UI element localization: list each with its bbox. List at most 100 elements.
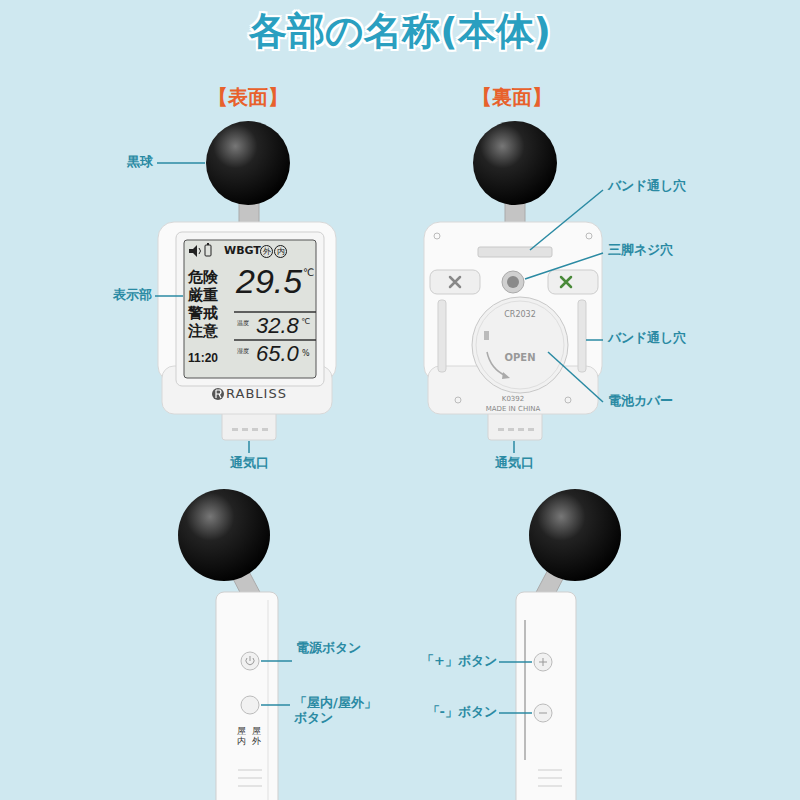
illustration-line	[499, 712, 532, 714]
illustration-circle	[178, 489, 270, 581]
illustration-circle	[507, 276, 519, 288]
battery-cover: CR2032OPEN	[472, 297, 568, 393]
illustration-rect	[232, 428, 238, 431]
illustration-rect	[252, 428, 258, 431]
illustration-line	[157, 162, 205, 164]
illustration-line	[538, 770, 562, 771]
part-label: 表示部	[113, 288, 152, 303]
illustration-rect	[528, 428, 534, 431]
back-view	[424, 121, 602, 440]
illustration-line	[513, 441, 515, 453]
illustration-line	[524, 620, 526, 760]
illustration-circle	[472, 297, 568, 393]
side-view-left	[178, 489, 278, 800]
illustration-circle	[586, 233, 592, 239]
illustration-line	[234, 311, 316, 313]
illustration-rect	[176, 232, 324, 386]
front-view	[158, 121, 336, 440]
illustration-circle	[476, 301, 564, 389]
illustration-path	[561, 277, 571, 287]
back-housing: K0392MADE IN CHINA CR2032OPEN	[424, 222, 602, 440]
level-text: 警戒	[188, 306, 218, 321]
illustration-line	[155, 295, 183, 297]
humidity-label: 湿度	[237, 348, 249, 354]
illustration-line	[261, 704, 290, 706]
illustration-circle	[534, 704, 552, 722]
leader-lines	[155, 163, 603, 713]
illustration-circle	[241, 696, 259, 714]
temp-label: 温度	[237, 320, 249, 326]
illustration-polygon	[502, 372, 510, 379]
view-heading: 【裏面】	[472, 86, 552, 109]
illustration-line	[261, 660, 292, 662]
level-text: 危険	[188, 270, 218, 285]
illustration-circle	[529, 489, 621, 581]
illustration-rect	[508, 428, 514, 431]
illustration-rect	[516, 592, 576, 800]
illustration-rect	[242, 428, 248, 431]
outdoor-indicator: 外	[260, 245, 273, 258]
illustration-rect	[216, 592, 278, 800]
illustration-line	[238, 778, 262, 779]
lcd-display: WBGT外内29.5℃危険厳重警戒注意温度32.8℃湿度65.0%11:20	[184, 240, 316, 378]
diagram-title: 各部の名称(本体)	[249, 10, 551, 54]
origin-mark: MADE IN CHINA	[486, 406, 541, 413]
illustration-polygon	[189, 245, 197, 257]
illustration-rect	[207, 243, 209, 245]
view-heading: 【表面】	[208, 86, 288, 109]
illustration-line	[238, 770, 262, 771]
illustration-circle	[473, 121, 557, 205]
part-label: 電池カバー	[608, 394, 673, 409]
illustration-circle	[502, 271, 524, 293]
illustration-line	[548, 352, 603, 402]
part-label: 「-」ボタン	[427, 705, 497, 720]
illustration-path	[246, 656, 254, 665]
illustration-rect	[548, 270, 598, 294]
temp-value: 32.8	[256, 315, 299, 337]
part-label: 「屋内/屋外」 ボタン	[294, 696, 390, 726]
illustration-path	[216, 390, 221, 398]
brand-name: RABLISS	[226, 387, 287, 400]
illustration-line	[248, 441, 250, 453]
illustration-circle	[565, 397, 571, 403]
illustration-line	[238, 786, 262, 787]
illustration-path	[199, 248, 201, 254]
part-label: 通気口	[230, 456, 269, 471]
part-label: 電源ボタン	[296, 641, 361, 656]
illustration-line	[538, 786, 562, 787]
model-number: K0392	[502, 396, 524, 403]
side-view-right	[516, 489, 621, 800]
clock: 11:20	[188, 352, 218, 364]
unit: ℃	[301, 318, 310, 326]
level-text: 注意	[188, 324, 218, 339]
open-mark: OPEN	[504, 353, 535, 363]
illustration-rect	[158, 222, 336, 382]
illustration-line	[499, 661, 532, 663]
button-marking: 屋外	[252, 727, 261, 747]
illustration-rect	[484, 331, 489, 340]
illustration-path	[539, 713, 547, 714]
wbgt-label: WBGT	[224, 245, 261, 256]
indoor-indicator: 内	[274, 245, 287, 258]
illustration-path	[450, 277, 460, 287]
illustration-rect	[184, 240, 316, 378]
illustration-rect	[430, 270, 480, 294]
part-label: バンド通し穴	[608, 179, 686, 194]
illustration-line	[530, 190, 603, 250]
illustration-path	[539, 658, 547, 666]
part-label: 黒球	[127, 155, 153, 170]
illustration-circle	[206, 121, 290, 205]
illustration-rect	[478, 247, 552, 257]
humidity-value: 65.0	[256, 343, 299, 365]
battery-type: CR2032	[504, 311, 536, 319]
wbgt-value: 29.5	[236, 264, 302, 298]
illustration-rect	[578, 300, 586, 372]
illustration-circle	[534, 653, 552, 671]
illustration-line	[586, 339, 603, 341]
part-label: バンド通し穴	[608, 331, 686, 346]
part-label: 「+」ボタン	[421, 654, 497, 669]
illustration-circle	[455, 397, 461, 403]
part-label: 通気口	[495, 456, 534, 471]
